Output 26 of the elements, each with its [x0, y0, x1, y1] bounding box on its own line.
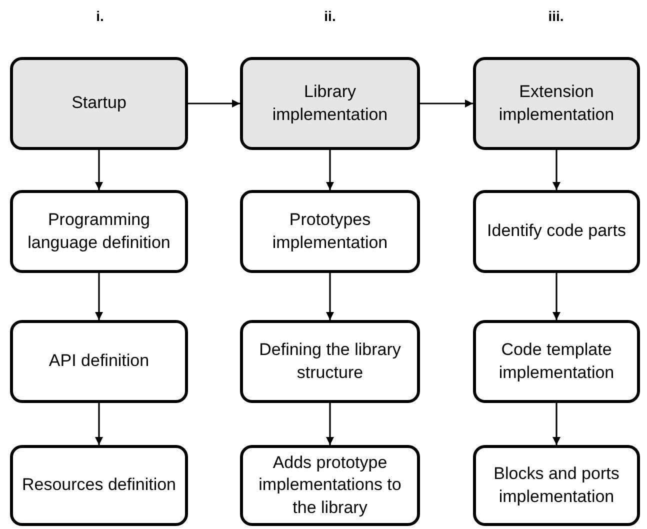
arrow — [95, 150, 103, 190]
arrow — [188, 100, 240, 108]
column-label: iii. — [548, 8, 564, 24]
process-box: Adds prototype implementations to the library — [240, 445, 420, 526]
phase-box: Startup — [10, 57, 188, 150]
arrow — [326, 273, 334, 320]
process-box: Defining the library structure — [240, 320, 420, 403]
arrow — [552, 150, 560, 190]
phase-box: Extension implementation — [473, 57, 640, 150]
column-label: ii. — [324, 8, 336, 24]
arrow — [420, 100, 473, 108]
arrow — [552, 403, 560, 445]
process-box: API definition — [10, 320, 188, 403]
arrow — [326, 150, 334, 190]
arrow — [95, 273, 103, 320]
arrow — [95, 403, 103, 445]
process-box: Programming language definition — [10, 190, 188, 273]
process-box: Blocks and ports implementation — [473, 445, 640, 526]
arrow — [552, 273, 560, 320]
column-label: i. — [96, 8, 104, 24]
phase-box: Library implementation — [240, 57, 420, 150]
arrow — [326, 403, 334, 445]
process-box: Code template implementation — [473, 320, 640, 403]
process-box: Prototypes implementation — [240, 190, 420, 273]
process-box: Resources definition — [10, 445, 188, 526]
process-box: Identify code parts — [473, 190, 640, 273]
